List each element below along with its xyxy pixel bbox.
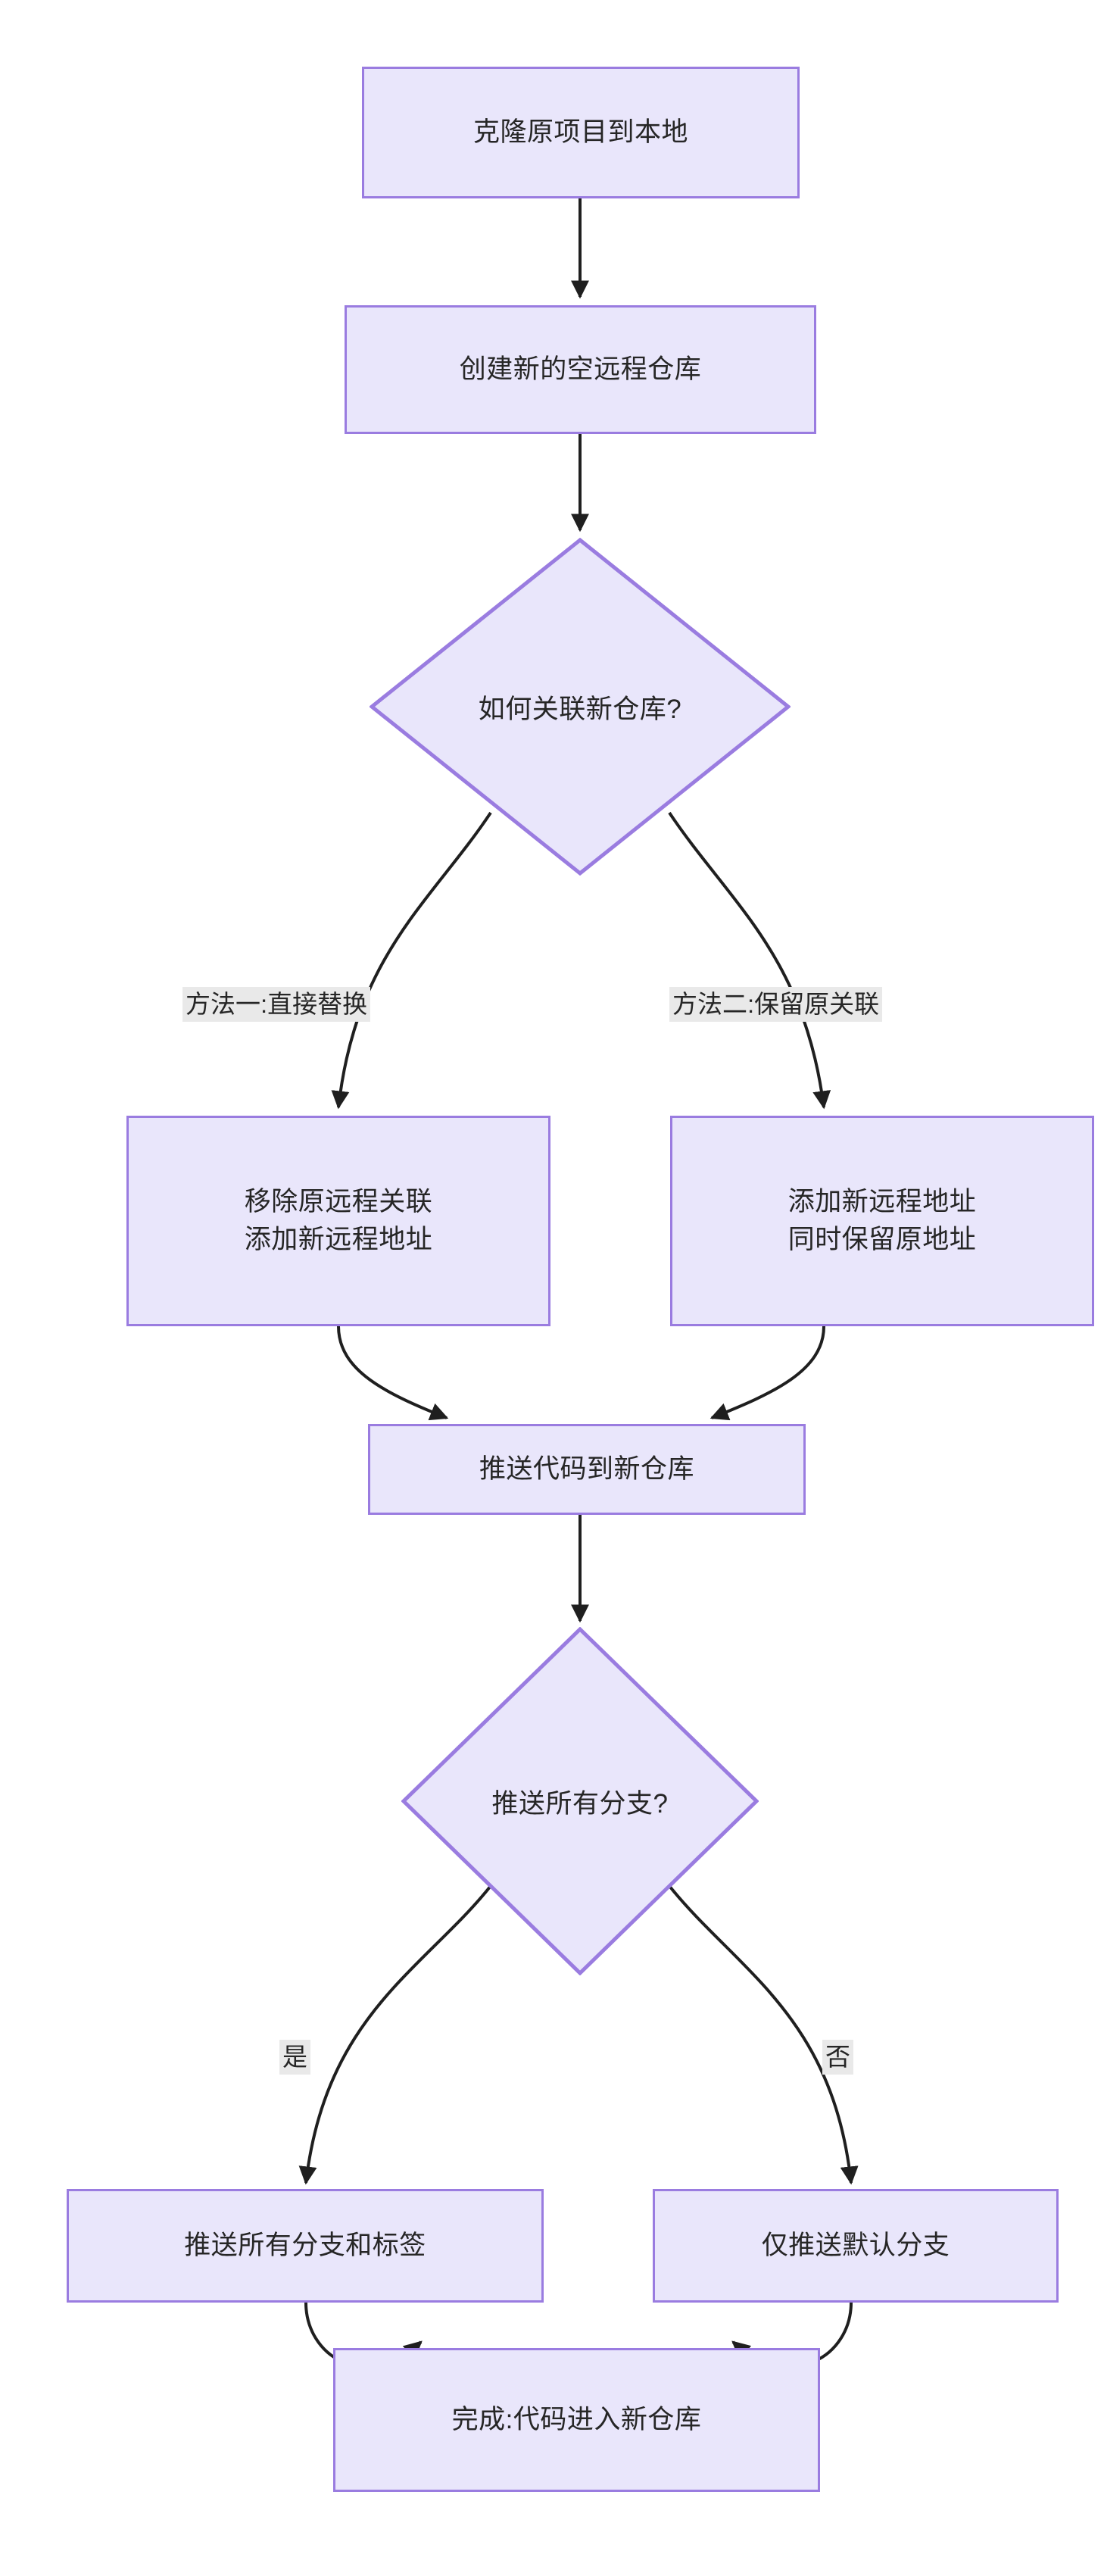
edge-label-method-one: 方法一:直接替换 xyxy=(182,987,371,1023)
node-label: 仅推送默认分支 xyxy=(761,2231,950,2261)
decision-how-to-link-new-repo[interactable]: 如何关联新仓库? xyxy=(370,538,791,876)
edge-n4-n5 xyxy=(709,1325,825,1421)
diamond-shape xyxy=(401,1627,759,1975)
node-label: 推送所有分支和标签 xyxy=(184,2231,426,2261)
node-label: 创建新的空远程仓库 xyxy=(459,354,702,385)
node-push-all-branches-and-tags[interactable]: 推送所有分支和标签 xyxy=(67,2189,544,2303)
node-add-new-remote-keep-old[interactable]: 添加新远程地址 同时保留原地址 xyxy=(670,1116,1094,1326)
node-clone-source-project[interactable]: 克隆原项目到本地 xyxy=(362,67,800,198)
node-push-code-to-new-repo[interactable]: 推送代码到新仓库 xyxy=(368,1424,806,1515)
edge-label-no: 否 xyxy=(822,2040,853,2075)
edge-n3-n5 xyxy=(337,1325,449,1421)
decision-label: 如何关联新仓库? xyxy=(478,694,682,724)
decision-label: 推送所有分支? xyxy=(491,1788,669,1819)
node-label: 完成:代码进入新仓库 xyxy=(451,2405,702,2435)
node-label: 添加新远程地址 同时保留原地址 xyxy=(787,1187,977,1254)
edge-label-method-two: 方法二:保留原关联 xyxy=(669,987,883,1023)
diamond-shape xyxy=(370,538,791,876)
node-done-code-in-new-repo[interactable]: 完成:代码进入新仓库 xyxy=(333,2348,820,2492)
node-push-default-branch-only[interactable]: 仅推送默认分支 xyxy=(653,2189,1059,2303)
node-create-empty-remote-repo[interactable]: 创建新的空远程仓库 xyxy=(345,305,816,434)
node-remove-old-remote-add-new[interactable]: 移除原远程关联 添加新远程地址 xyxy=(126,1116,550,1326)
decision-push-all-branches[interactable]: 推送所有分支? xyxy=(401,1627,759,1975)
node-label: 移除原远程关联 添加新远程地址 xyxy=(244,1187,433,1254)
node-label: 克隆原项目到本地 xyxy=(472,117,688,148)
node-label: 推送代码到新仓库 xyxy=(479,1454,694,1485)
edge-label-yes: 是 xyxy=(279,2040,310,2075)
